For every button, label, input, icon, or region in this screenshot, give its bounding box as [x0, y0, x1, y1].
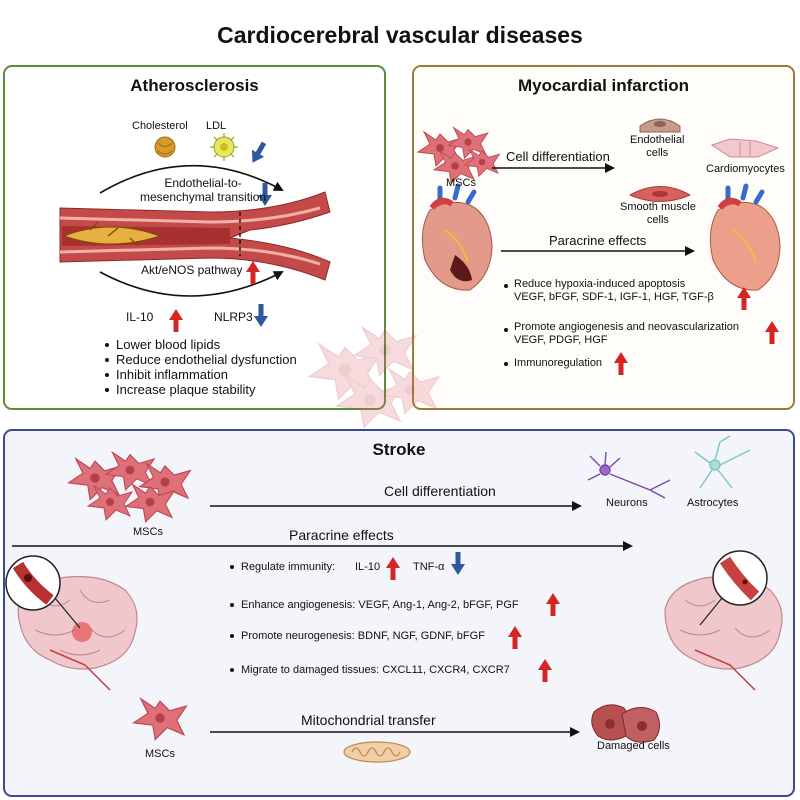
mi-item-sub: VEGF, PDGF, HGF — [514, 334, 608, 346]
athero-title: Atherosclerosis — [130, 76, 259, 95]
cardiomyocyte-icon — [710, 138, 780, 158]
mitochondrion-icon — [343, 741, 411, 763]
mi-item-head: Reduce hypoxia-induced apoptosis — [514, 278, 686, 290]
mi-paracrine-label: Paracrine effects — [549, 233, 647, 248]
mito-label: Mitochondrial transfer — [301, 712, 436, 728]
healthy-heart-icon — [709, 183, 781, 291]
infarcted-heart-icon — [421, 183, 493, 291]
stroke-mscs-label: MSCs — [133, 526, 163, 538]
neurons-label: Neurons — [606, 497, 648, 509]
athero-effect: Lower blood lipids — [116, 337, 221, 352]
damaged-cells-icon — [591, 704, 660, 743]
il10-label: IL-10 — [126, 310, 154, 324]
blood-vessel-icon — [59, 191, 331, 281]
endothelial-label: Endothelial cells — [630, 134, 685, 159]
astrocytes-label: Astrocytes — [687, 497, 739, 509]
ldl-icon — [210, 133, 238, 161]
akt-label: Akt/eNOS pathway — [141, 263, 243, 277]
stroke-title: Stroke — [372, 440, 426, 459]
mi-bullets — [504, 284, 508, 366]
akt-arrow — [99, 271, 284, 297]
athero-effect: Inhibit inflammation — [116, 367, 228, 382]
stroke-panel — [3, 429, 795, 797]
tnf-label: TNF-α — [413, 561, 445, 573]
stroke-item: Enhance angiogenesis: VEGF, Ang-1, Ang-2… — [241, 599, 519, 611]
neuron-icon — [587, 451, 671, 499]
page-title: Cardiocerebral vascular diseases — [217, 22, 583, 48]
endmt-arrow — [99, 164, 284, 194]
regulate-label: Regulate immunity: — [241, 561, 336, 573]
nlrp3-label: NLRP3 — [214, 310, 253, 324]
cardiomyocytes-label: Cardiomyocytes — [706, 163, 785, 175]
stroke-mscs-bottom-label: MSCs — [145, 748, 175, 760]
mi-item-head: Promote angiogenesis and neovascularizat… — [514, 321, 740, 333]
stroke-bullets — [230, 565, 234, 672]
astrocyte-icon — [694, 435, 751, 489]
smooth-muscle-label: Smooth muscle cells — [620, 201, 696, 226]
ldl-label: LDL — [206, 120, 227, 132]
damaged-cells-label: Damaged cells — [597, 740, 670, 752]
stroke-il10-label: IL-10 — [355, 561, 381, 573]
mi-cell-diff-label: Cell differentiation — [506, 149, 610, 164]
stroke-item: Migrate to damaged tissues: CXCL11, CXCR… — [241, 664, 510, 676]
athero-bullets — [105, 343, 109, 392]
athero-effect: Increase plaque stability — [116, 382, 256, 397]
stroke-paracrine-label: Paracrine effects — [289, 527, 394, 543]
stroke-cell-diff-label: Cell differentiation — [384, 483, 496, 499]
athero-effect: Reduce endothelial dysfunction — [116, 352, 297, 367]
mi-item-sub: VEGF, bFGF, SDF-1, IGF-1, HGF, TGF-β — [514, 291, 714, 303]
mi-panel — [412, 65, 795, 410]
mi-title: Myocardial infarction — [518, 76, 689, 95]
cholesterol-label: Cholesterol — [132, 120, 188, 132]
stroke-item: Promote neurogenesis: BDNF, NGF, GDNF, b… — [241, 630, 485, 642]
endmt-label: Endothelial-to- mesenchymal transition — [140, 176, 267, 204]
mi-item-head: Immunoregulation — [514, 357, 603, 369]
mi-mscs-label: MSCs — [446, 177, 476, 189]
